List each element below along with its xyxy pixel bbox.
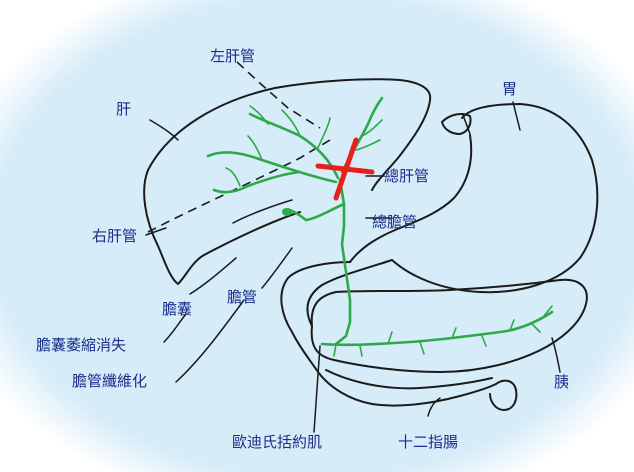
label-gallbladder-atrophy: 膽囊萎縮消失 bbox=[36, 336, 126, 354]
label-liver: 肝 bbox=[116, 100, 131, 118]
label-stomach: 胃 bbox=[502, 80, 517, 98]
label-bile-duct: 膽管 bbox=[227, 288, 257, 306]
label-common-bile-duct: 總膽管 bbox=[372, 213, 417, 231]
label-left-hepatic-duct: 左肝管 bbox=[210, 47, 255, 65]
label-sphincter-of-oddi: 歐迪氏括約肌 bbox=[232, 433, 322, 451]
cystic-duct-junction bbox=[282, 208, 292, 216]
label-duodenum: 十二指腸 bbox=[398, 433, 458, 451]
label-common-hepatic-duct: 總肝管 bbox=[384, 167, 429, 185]
label-bile-duct-fibrosis: 膽管纖維化 bbox=[72, 372, 147, 390]
label-gallbladder: 膽囊 bbox=[162, 300, 192, 318]
label-pancreas: 胰 bbox=[554, 373, 569, 391]
label-right-hepatic-duct: 右肝管 bbox=[92, 227, 137, 245]
